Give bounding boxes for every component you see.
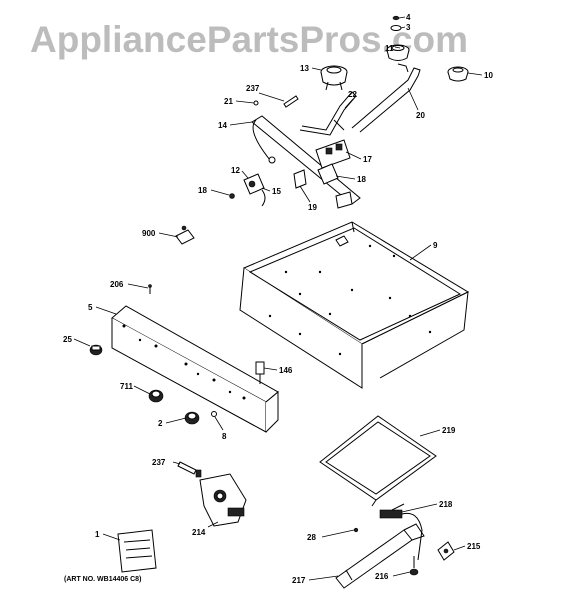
callout-214: 214: [192, 528, 206, 537]
leader-lines: [73, 16, 483, 581]
callout-206: 206: [110, 280, 124, 289]
burner-tube-217: [335, 523, 425, 589]
callout-218: 218: [439, 500, 453, 509]
bracket-215: [437, 541, 455, 561]
callout-146: 146: [279, 366, 293, 375]
cap-4: [392, 15, 400, 21]
manifold-14: [251, 115, 361, 205]
callout-18-left: 18: [198, 186, 207, 195]
callout-15: 15: [272, 187, 281, 196]
callout-18-right: 18: [357, 175, 366, 184]
callout-21: 21: [224, 97, 233, 106]
burner-head-10: [447, 66, 469, 82]
orifice-237-top: [283, 95, 299, 108]
callout-900: 900: [142, 229, 156, 238]
callout-13: 13: [300, 64, 309, 73]
burner-head-13: [320, 65, 348, 91]
nut-216: [409, 556, 419, 576]
callout-19: 19: [308, 203, 317, 212]
knob-711: [148, 389, 164, 403]
igniter-218: [379, 503, 423, 561]
callout-9: 9: [433, 241, 438, 250]
callout-217: 217: [292, 576, 306, 585]
art-number: (ART NO. WB14406 C8): [64, 576, 141, 583]
callout-3: 3: [406, 23, 411, 32]
callout-8: 8: [222, 432, 227, 441]
bracket-small: [335, 191, 353, 209]
callout-711: 711: [120, 382, 133, 391]
valve-12: [243, 173, 266, 207]
literature-1: [117, 529, 157, 573]
cap-3: [390, 25, 402, 31]
bracket-18-right: [317, 163, 339, 185]
callout-10: 10: [484, 71, 493, 80]
callout-12: 12: [231, 166, 240, 175]
knob-25: [89, 344, 103, 356]
valve-214: [199, 473, 247, 527]
burner-head-11: [386, 44, 410, 61]
callout-25: 25: [63, 335, 72, 344]
callout-219: 219: [442, 426, 456, 435]
screw-206: [148, 284, 152, 294]
callout-237: 237: [246, 84, 260, 93]
clip-19: [293, 169, 307, 189]
callout-17: 17: [363, 155, 372, 164]
bracket-900: [175, 225, 195, 245]
manifold-panel-5: [111, 305, 279, 433]
callout-labels: 4 3 11 13 10 237 22 21 20 14 17 12 18 15…: [63, 13, 493, 585]
tube-22: [299, 91, 357, 136]
callout-22: 22: [348, 90, 357, 99]
spring-8: [211, 411, 217, 417]
callout-2: 2: [158, 419, 163, 428]
callout-4: 4: [406, 13, 411, 22]
tube-20: [351, 63, 421, 133]
callout-215: 215: [467, 542, 481, 551]
pan-219: [319, 415, 437, 507]
screw-18-left: [229, 193, 235, 199]
callout-28: 28: [307, 533, 316, 542]
callout-216: 216: [375, 572, 389, 581]
screw-28: [353, 527, 359, 533]
orifice-237-bottom: [177, 461, 202, 478]
screw-21: [253, 100, 259, 106]
callout-14: 14: [218, 121, 227, 130]
bracket-17: [315, 139, 351, 169]
callout-237-bottom: 237: [152, 458, 166, 467]
callout-5: 5: [88, 303, 93, 312]
knob-2: [184, 411, 200, 425]
callout-1: 1: [95, 530, 100, 539]
callout-11: 11: [385, 44, 394, 53]
callout-20: 20: [416, 111, 425, 120]
base-pan-9: [239, 221, 470, 389]
